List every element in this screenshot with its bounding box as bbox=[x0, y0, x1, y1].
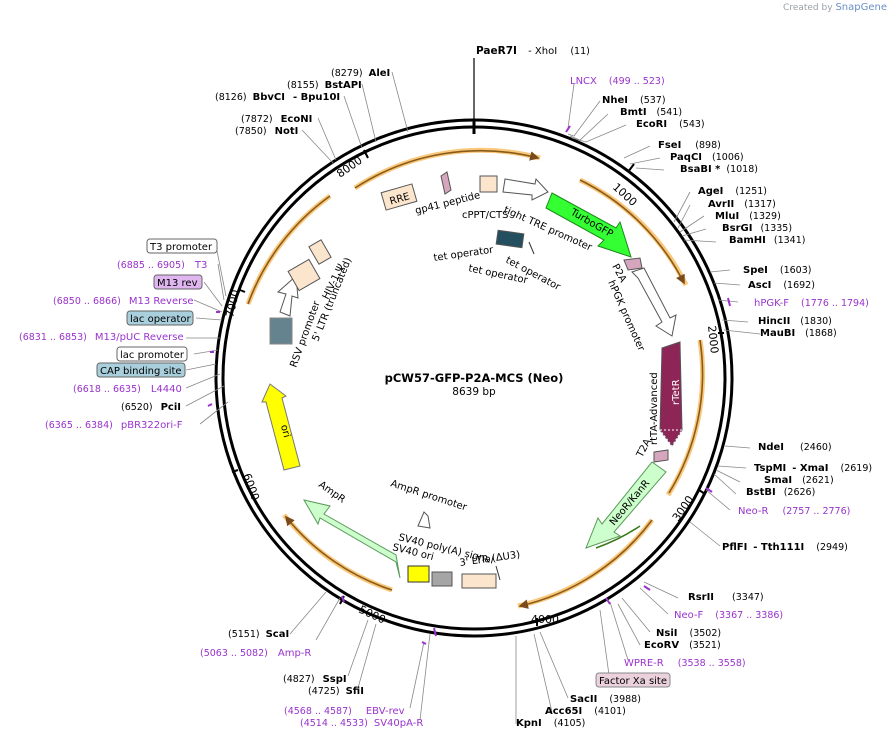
feature-label-tetop1: tet operator bbox=[433, 245, 495, 264]
plasmid-length: 8639 bp bbox=[452, 386, 496, 398]
feature-rsv: RSV promoter bbox=[269, 274, 323, 369]
site-agei: AgeI(1251) bbox=[698, 186, 767, 197]
site-pbr322: (6365 .. 6384)pBR322ori-F bbox=[45, 420, 183, 431]
orf-arrows bbox=[247, 149, 704, 609]
feature-hpgk: hPGK promoter bbox=[605, 267, 677, 354]
snapgene-credit: Created by SnapGene bbox=[783, 2, 887, 13]
site-hpgkf: hPGK-F(1776 .. 1794) bbox=[754, 298, 869, 309]
feature-label-rtetr: rTetR bbox=[671, 379, 682, 405]
site-lacpromoter-label: lac promoter bbox=[120, 350, 185, 361]
site-factorxa: Factor Xa site bbox=[595, 672, 671, 688]
site-ecorv: EcoRV(3521) bbox=[644, 640, 721, 651]
site-sspi: (4827)SspI bbox=[283, 674, 347, 685]
feature-rre: RRE bbox=[380, 183, 418, 211]
site-ndei: NdeI(2460) bbox=[758, 442, 832, 453]
site-nsii: NsiI(3502) bbox=[656, 628, 721, 639]
site-kpni: KpnI(4105) bbox=[516, 718, 585, 729]
site-tspmi: TspMI- XmaI(2619) bbox=[754, 463, 872, 474]
site-t3: (6885 .. 6905)T3 bbox=[117, 260, 207, 271]
tick-marks bbox=[231, 58, 724, 626]
site-bstapi: (8155)BstAPI bbox=[287, 80, 362, 91]
site-neof: Neo-F(3367 .. 3386) bbox=[674, 610, 783, 621]
site-lacpromoter: lac promoter bbox=[116, 346, 188, 362]
site-maubi: MauBI(1868) bbox=[760, 328, 837, 339]
feature-tet-operators: tet operator tet operator tet operator bbox=[433, 229, 563, 293]
feature-label-ori: ori bbox=[278, 424, 292, 439]
created-by-text: Created by bbox=[783, 3, 833, 13]
feature-label-hpgk: hPGK promoter bbox=[605, 279, 646, 354]
site-rsrii: RsrII(3347) bbox=[688, 592, 764, 603]
site-asci: AscI(1692) bbox=[748, 280, 815, 291]
site-scai: (5151)ScaI bbox=[228, 629, 289, 640]
site-lacop: lac operator bbox=[126, 310, 194, 326]
site-pflfi: PflFI- Tth111I(2949) bbox=[722, 542, 848, 553]
site-fsei: FseI(898) bbox=[658, 140, 721, 151]
site-ampr-primer: (5063 .. 5082)Amp-R bbox=[200, 648, 311, 659]
tick-label-3000: 3000 bbox=[670, 493, 697, 523]
feature-label-neor: NeoR/KanR bbox=[608, 478, 652, 528]
site-acc65i: Acc65I(4101) bbox=[545, 706, 626, 717]
site-spei: SpeI(1603) bbox=[743, 265, 811, 276]
tick-label-2000: 2000 bbox=[705, 325, 721, 354]
site-lacop-label: lac operator bbox=[130, 314, 191, 325]
site-econi: (7872)EcoNI bbox=[241, 114, 312, 125]
feature-amp-promoter: AmpR promoter bbox=[389, 478, 469, 529]
feature-ampr: AmpR bbox=[302, 479, 401, 579]
site-paer7i: PaeR7I - XhoI (11) bbox=[476, 45, 590, 57]
site-bmti: BmtI(541) bbox=[620, 107, 682, 118]
site-m13reverse: (6850 .. 6866)M13 Reverse bbox=[53, 296, 194, 307]
site-noti: (7850)NotI bbox=[235, 126, 298, 137]
feature-label-cppt: cPPT/CTS bbox=[462, 210, 508, 221]
feature-ori: ori bbox=[261, 383, 301, 471]
site-ecori: EcoRI(543) bbox=[636, 119, 705, 130]
site-neor-primer: Neo-R(2757 .. 2776) bbox=[738, 506, 850, 517]
site-hincii: HincII(1830) bbox=[758, 316, 832, 327]
site-l4440: (6618 .. 6635)L4440 bbox=[73, 384, 182, 395]
site-nhei: NheI(537) bbox=[602, 95, 666, 106]
site-bstbi: BstBI(2626) bbox=[746, 487, 815, 498]
site-cap: CAP binding site bbox=[96, 362, 186, 378]
site-factorxa-label: Factor Xa site bbox=[599, 676, 667, 687]
site-m13rev-label: M13 rev bbox=[157, 278, 198, 289]
feature-label-amppromoter: AmpR promoter bbox=[389, 478, 469, 513]
tick-label-6000: 6000 bbox=[240, 472, 262, 503]
tick-label-4000: 4000 bbox=[531, 613, 559, 626]
site-cap-label: CAP binding site bbox=[100, 366, 182, 377]
site-sv40par: (4514 .. 4533)SV40pA-R bbox=[300, 718, 423, 729]
site-t3promoter: T3 promoter bbox=[146, 238, 218, 254]
plasmid-name: pCW57-GFP-P2A-MCS (Neo) bbox=[385, 371, 564, 385]
site-bsrgi: BsrGI(1335) bbox=[722, 223, 792, 234]
site-sfii: (4725)SfiI bbox=[308, 686, 364, 697]
snapgene-logo-text: SnapGene bbox=[835, 2, 887, 13]
feature-label-rtta: rtTA-Advanced bbox=[649, 372, 660, 445]
tick-label-7000: 7000 bbox=[223, 288, 242, 318]
feature-label-ltr5: 5' LTR (truncated) bbox=[311, 256, 355, 343]
site-labels: PaeR7I - XhoI (11) LNCX(499 .. 523) NheI… bbox=[19, 45, 872, 729]
site-pcii: (6520)PciI bbox=[121, 402, 181, 413]
site-alei: (8279)AleI bbox=[331, 68, 390, 79]
site-paqci: PaqCI(1006) bbox=[670, 152, 744, 163]
site-mlui: MluI(1329) bbox=[715, 211, 781, 222]
primer-marks bbox=[207, 125, 731, 645]
site-ebvrev: (4568 .. 4587)EBV-rev bbox=[284, 706, 405, 717]
site-bsabi: BsaBI *(1018) bbox=[680, 164, 758, 175]
feature-label-ampr: AmpR bbox=[316, 479, 347, 505]
site-wprer: WPRE-R(3538 .. 3558) bbox=[624, 658, 746, 669]
site-sacii: SacII(3988) bbox=[570, 694, 641, 705]
leader-lines bbox=[185, 71, 761, 724]
site-smai: SmaI(2621) bbox=[764, 475, 834, 486]
feature-label-rre: RRE bbox=[389, 191, 411, 207]
site-bamhi: BamHI(1341) bbox=[729, 235, 805, 246]
site-lncx: LNCX(499 .. 523) bbox=[570, 76, 665, 87]
site-avrii: AvrII(1317) bbox=[708, 199, 776, 210]
feature-cppt: cPPT/CTS bbox=[462, 175, 508, 221]
site-m13puc: (6831 .. 6853)M13/pUC Reverse bbox=[19, 332, 184, 343]
site-t3promoter-label: T3 promoter bbox=[149, 242, 213, 253]
feature-rtetr: rTetR rtTA-Advanced bbox=[649, 341, 683, 447]
site-m13rev: M13 rev bbox=[153, 274, 203, 290]
site-bbvci: (8126)BbvCI- Bpu10I bbox=[215, 92, 340, 103]
